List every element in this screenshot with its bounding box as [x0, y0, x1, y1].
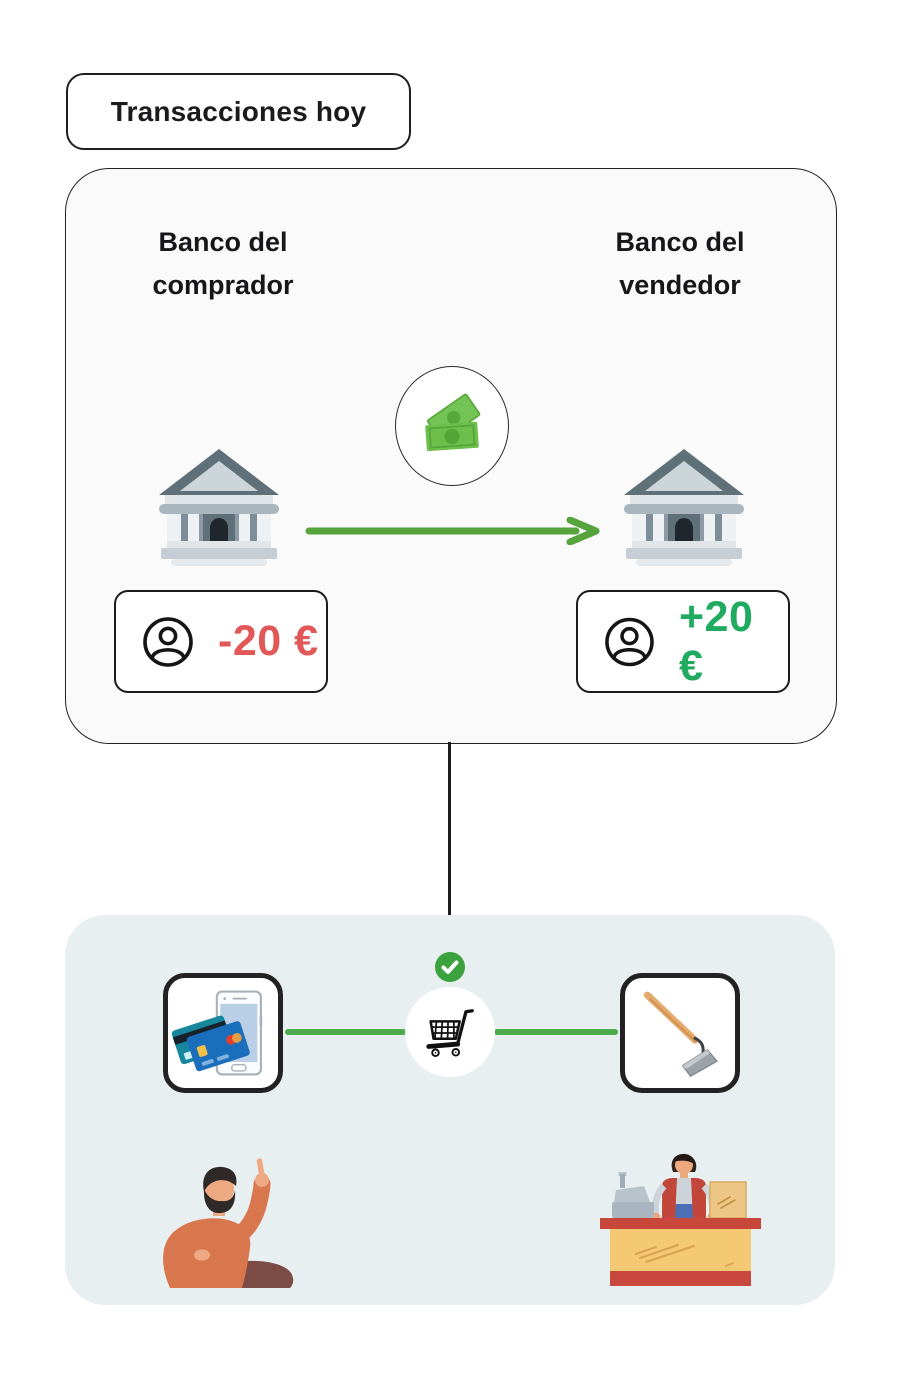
title-box: Transacciones hoy: [66, 73, 411, 150]
buyer-amount-box: -20 €: [114, 590, 328, 693]
bank-building-icon: [159, 449, 279, 566]
right-green-connector: [494, 1029, 618, 1035]
payment-method-box: [163, 973, 283, 1093]
seller-amount: +20 €: [678, 592, 754, 690]
money-transfer-badge: [395, 366, 509, 486]
user-circle-icon: [605, 617, 654, 666]
purchase-panel: [65, 915, 835, 1305]
check-circle-icon: [435, 952, 465, 982]
arrow-right-icon: [305, 517, 600, 545]
user-circle-icon: [143, 616, 193, 667]
cashier-counter-illustration: [600, 1153, 761, 1286]
buyer-bank-label: Banco del comprador: [103, 221, 343, 307]
bank-label-line: vendedor: [619, 270, 741, 300]
seller-amount-box: +20 €: [576, 590, 790, 693]
left-green-connector: [285, 1029, 407, 1035]
cart-badge: [405, 987, 495, 1077]
bank-label-line: comprador: [152, 270, 294, 300]
buyer-pointing-illustration: [163, 1158, 294, 1288]
banknotes-icon: [425, 393, 481, 452]
bank-building-icon: [624, 449, 744, 566]
buyer-amount: -20 €: [218, 617, 319, 665]
banks-transaction-card: Banco del comprador Banco del vendedor: [65, 168, 837, 744]
product-box: [620, 973, 740, 1093]
garden-hoe-icon: [643, 991, 718, 1077]
bank-label-line: Banco del: [158, 227, 288, 257]
bank-label-line: Banco del: [615, 227, 745, 257]
page-title: Transacciones hoy: [110, 95, 367, 127]
shopping-cart-icon: [426, 1009, 474, 1058]
connector-line: [448, 742, 451, 916]
phone-credit-cards-icon: [171, 990, 263, 1076]
seller-bank-label: Banco del vendedor: [560, 221, 800, 307]
